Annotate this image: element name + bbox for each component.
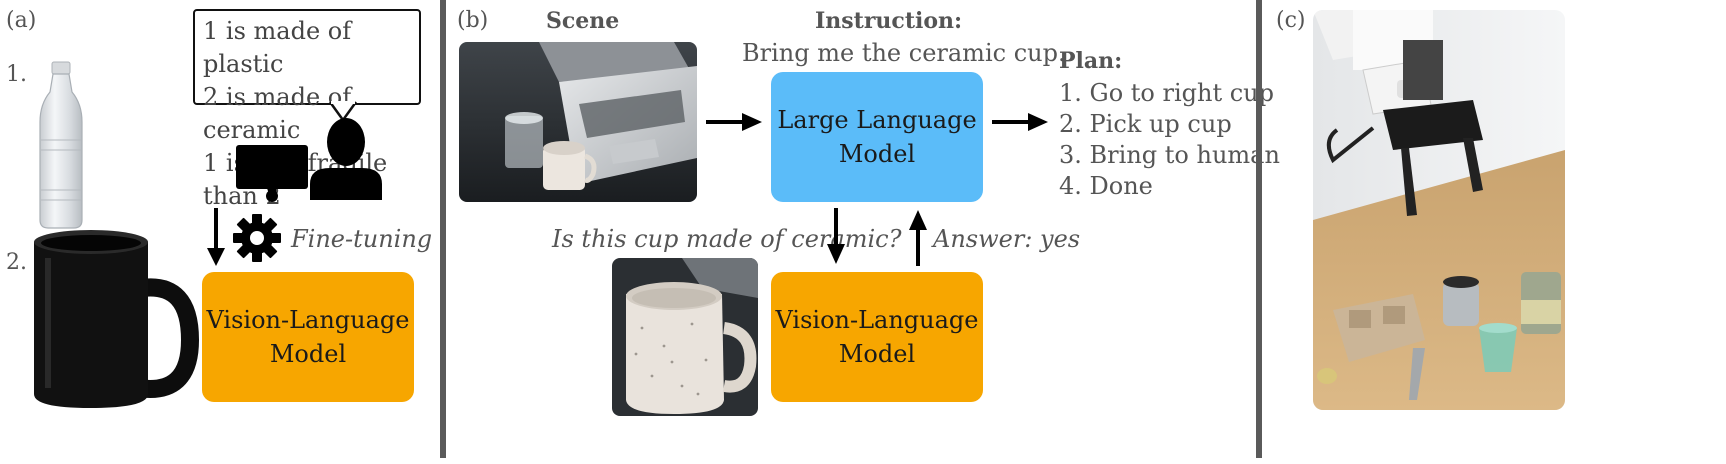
panel-c-label: (c)	[1276, 8, 1306, 33]
arrow-vlm-to-llm	[909, 210, 927, 266]
black-mug-image	[34, 230, 200, 408]
finetune-label: Fine-tuning	[291, 225, 433, 253]
panel-b-label: (b)	[457, 8, 489, 33]
facts-speech-bubble: 1 is made of plastic 2 is made of cerami…	[193, 9, 421, 210]
vlm-title-line: Vision-Language	[775, 306, 979, 334]
plan-list: 1. Go to right cup 2. Pick up cup 3. Bri…	[1059, 78, 1280, 202]
robot-photo	[1313, 10, 1565, 410]
llm-title-line: Model	[838, 140, 916, 168]
divider-ab	[440, 0, 446, 458]
scene-photo	[459, 42, 697, 202]
gear-icon	[233, 214, 281, 262]
divider-bc	[1256, 0, 1262, 458]
arrow-llm-to-vlm	[827, 208, 845, 264]
vlm-title-line: Model	[838, 340, 916, 368]
person-icon	[310, 118, 382, 200]
plan-step: 3. Bring to human	[1059, 141, 1280, 169]
monitor-icon	[236, 145, 308, 202]
vlm-title-line: Vision-Language	[206, 306, 410, 334]
fact-line: 1 is made of plastic	[203, 17, 352, 78]
plan-step: 1. Go to right cup	[1059, 79, 1275, 107]
cup-crop-photo	[612, 258, 758, 416]
plan-step: 4. Done	[1059, 172, 1153, 200]
arrow-llm-to-plan	[992, 113, 1048, 131]
vlm-title-line: Model	[269, 340, 347, 368]
fact-line: 2 is made of ceramic	[203, 83, 352, 144]
arrow-scene-to-llm	[706, 113, 762, 131]
llm-title-line: Large Language	[777, 106, 977, 134]
item-2-label: 2.	[6, 250, 27, 275]
scene-title: Scene	[546, 8, 620, 34]
item-1-label: 1.	[6, 62, 27, 87]
vlm-question: Is this cup made of ceramic?	[552, 225, 902, 253]
finetune-arrow-down	[207, 208, 225, 266]
vlm-answer: Answer: yes	[933, 225, 1081, 253]
instruction-text: Bring me the ceramic cup.	[742, 39, 1066, 67]
instruction-title: Instruction:	[815, 8, 963, 34]
plan-title: Plan:	[1059, 48, 1123, 74]
panel-a-label: (a)	[6, 8, 37, 33]
plastic-bottle-image	[39, 61, 83, 229]
plan-step: 2. Pick up cup	[1059, 110, 1232, 138]
